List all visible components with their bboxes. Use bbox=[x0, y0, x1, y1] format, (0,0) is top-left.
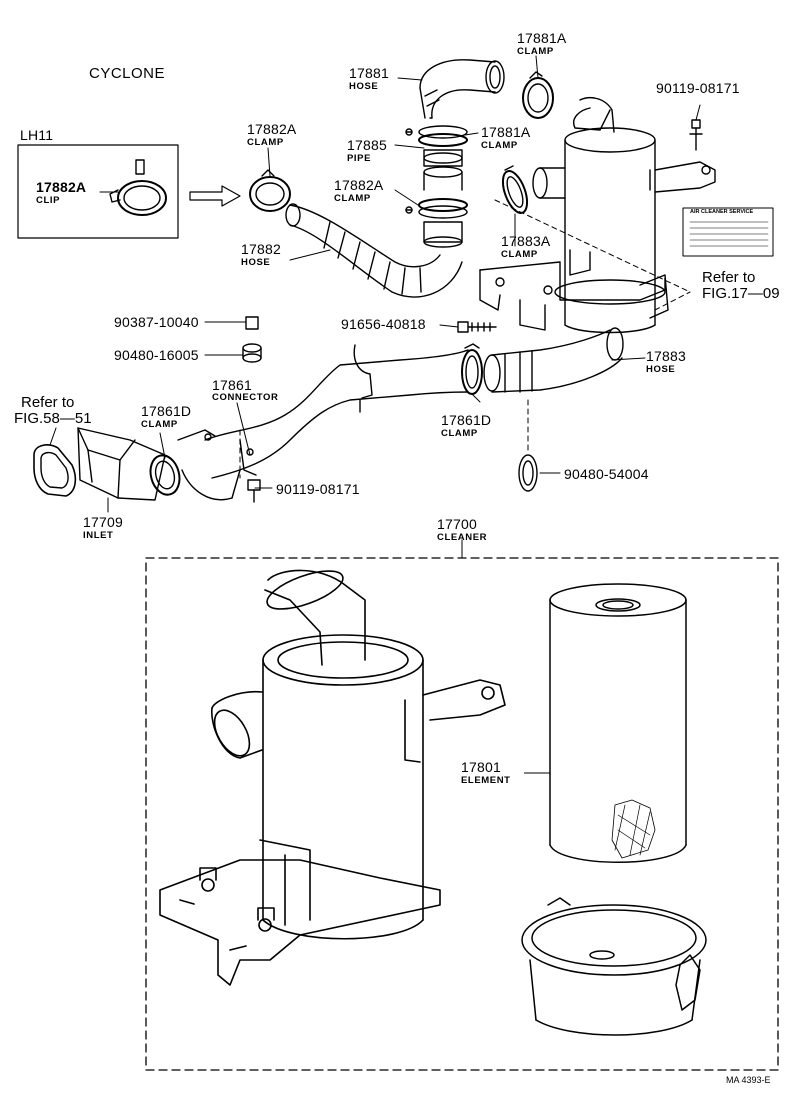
transition-arrow bbox=[189, 185, 241, 207]
refer-fig17-line2: FIG.17—09 bbox=[702, 285, 780, 302]
part-number-17700: 17700 bbox=[437, 516, 477, 532]
part-number-17882a-mid: 17882A bbox=[334, 177, 384, 193]
part-number-17881a-top: 17881A bbox=[517, 30, 567, 46]
part-number-90119-top: 90119-08171 bbox=[656, 80, 740, 96]
bolt-91656 bbox=[457, 321, 497, 333]
part-name-17883a: CLAMP bbox=[501, 249, 538, 260]
part-number-17861d-left: 17861D bbox=[141, 403, 192, 419]
part-number-17801: 17801 bbox=[461, 759, 501, 775]
part-number-17882: 17882 bbox=[241, 241, 281, 257]
service-label-text: AIR CLEANER SERVICE bbox=[690, 209, 754, 215]
cap-90387 bbox=[245, 316, 259, 330]
hose-17883 bbox=[483, 327, 624, 393]
part-number-17885: 17885 bbox=[347, 137, 387, 153]
grommet-90480-54004 bbox=[518, 454, 538, 492]
bolt-90119-top bbox=[689, 119, 703, 151]
hose-17882 bbox=[285, 203, 463, 298]
footer-code: MA 4393-E bbox=[726, 1075, 771, 1085]
part-name-17882: HOSE bbox=[241, 257, 271, 268]
part-number-17861: 17861 bbox=[212, 377, 252, 393]
part-number-17882a-clip: 17882A bbox=[36, 179, 87, 195]
part-number-17861d-right: 17861D bbox=[441, 412, 492, 428]
part-name-17881a-top: CLAMP bbox=[517, 46, 554, 57]
part-name-17882a-top: CLAMP bbox=[247, 137, 284, 148]
part-number-91656: 91656-40818 bbox=[341, 316, 426, 332]
part-number-17881: 17881 bbox=[349, 65, 389, 81]
part-number-17883: 17883 bbox=[646, 348, 686, 364]
clamp-17882a-top bbox=[249, 169, 291, 212]
filter-element-17801 bbox=[549, 583, 687, 863]
refer-fig58-line1: Refer to bbox=[21, 394, 75, 411]
cleaner-frame bbox=[145, 557, 779, 1071]
cleaner-body bbox=[159, 569, 506, 986]
diagram-title: CYCLONE bbox=[89, 65, 166, 82]
part-number-90119-bottom: 90119-08171 bbox=[276, 481, 360, 497]
refer-fig58-line2: FIG.58—51 bbox=[14, 410, 92, 427]
inlet-17709 bbox=[77, 427, 166, 501]
part-number-17881a-mid: 17881A bbox=[481, 124, 531, 140]
part-name-clip: CLIP bbox=[36, 195, 61, 206]
dashed-leaders bbox=[239, 199, 691, 479]
part-name-17885: PIPE bbox=[347, 153, 372, 164]
part-name-17709: INLET bbox=[83, 530, 114, 541]
hose-17881 bbox=[419, 59, 505, 119]
refer-fig17-line1: Refer to bbox=[702, 269, 756, 286]
leader-lines bbox=[49, 55, 701, 513]
part-number-17883a: 17883A bbox=[501, 233, 551, 249]
part-name-17861d-left: CLAMP bbox=[141, 419, 178, 430]
service-label-plate bbox=[682, 207, 774, 257]
part-number-90480-16005: 90480-16005 bbox=[114, 347, 199, 363]
cyclone-housing bbox=[479, 97, 716, 334]
part-name-17883: HOSE bbox=[646, 364, 676, 375]
cleaner-bowl bbox=[521, 897, 707, 1036]
clamp-17861d-left bbox=[149, 454, 181, 496]
part-name-17881a-mid: CLAMP bbox=[481, 140, 518, 151]
part-name-17882a-mid: CLAMP bbox=[334, 193, 371, 204]
part-name-17861d-right: CLAMP bbox=[441, 428, 478, 439]
part-number-90480-54004: 90480-54004 bbox=[564, 466, 649, 482]
part-name-17801: ELEMENT bbox=[461, 775, 511, 786]
part-number-17882a-top: 17882A bbox=[247, 121, 297, 137]
inset-label: LH11 bbox=[20, 127, 54, 143]
part-name-17700: CLEANER bbox=[437, 532, 488, 543]
part-name-17881: HOSE bbox=[349, 81, 379, 92]
gasket bbox=[33, 444, 77, 497]
bolt-90119-bottom bbox=[247, 479, 261, 503]
part-name-17861: CONNECTOR bbox=[212, 392, 279, 403]
pipe-17885 bbox=[405, 125, 468, 248]
part-number-90387: 90387-10040 bbox=[114, 314, 199, 330]
connector-17861 bbox=[177, 344, 469, 501]
part-number-17709: 17709 bbox=[83, 514, 123, 530]
grommet-90480-16005 bbox=[242, 343, 262, 363]
